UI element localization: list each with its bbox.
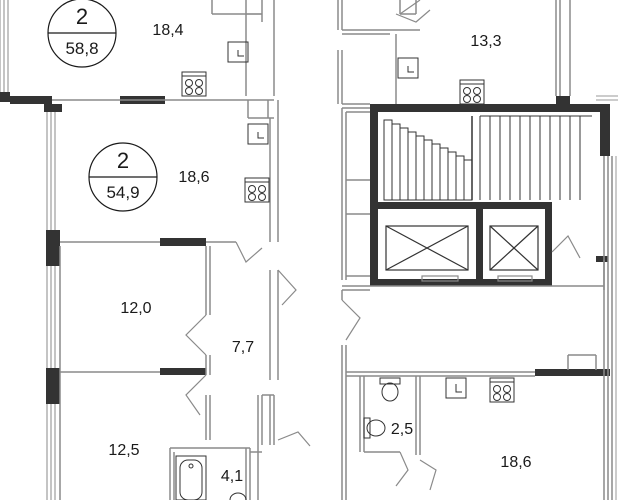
- room-area-label: 12,0: [120, 300, 151, 317]
- apartment-area: 54,9: [106, 183, 139, 202]
- apartment-badge: 2 54,9: [88, 142, 158, 212]
- burner: [463, 87, 471, 95]
- elevator-left: [385, 225, 469, 282]
- stair-tread: [463, 159, 473, 201]
- staircase: [383, 115, 592, 201]
- stair-tread: [431, 143, 441, 201]
- right-windows: [596, 95, 618, 500]
- bathtub-icon: [175, 455, 207, 500]
- burner: [503, 385, 511, 393]
- sink-icon: [247, 123, 269, 145]
- toilet-icon: [379, 377, 401, 402]
- burner: [185, 79, 193, 87]
- stove-body: [489, 377, 515, 403]
- burner: [503, 393, 511, 401]
- room-area-label: 18,6: [178, 169, 209, 186]
- stove-body: [244, 177, 270, 203]
- burner: [463, 95, 471, 103]
- apartment-rooms: 2: [76, 4, 88, 29]
- burner: [473, 87, 481, 95]
- stair-tread: [383, 119, 393, 201]
- stove-body: [459, 79, 485, 105]
- stair-tread: [415, 135, 425, 201]
- stair-tread: [407, 131, 417, 201]
- apartment-rooms: 2: [117, 148, 129, 173]
- stove-body: [181, 71, 207, 97]
- left-facade: [0, 0, 56, 500]
- burner: [258, 193, 266, 201]
- stove-icon: [459, 79, 485, 105]
- room-area-label: 18,6: [500, 454, 531, 471]
- stove-icon: [181, 71, 207, 97]
- burner: [195, 79, 203, 87]
- burner: [493, 393, 501, 401]
- stair-tread: [439, 147, 449, 201]
- toilet-icon: [363, 417, 386, 439]
- burner: [185, 87, 193, 95]
- stair-tread: [391, 123, 401, 201]
- burner: [195, 87, 203, 95]
- sink-icon: [227, 41, 249, 63]
- room-area-label: 18,4: [152, 22, 183, 39]
- burner: [258, 185, 266, 193]
- toilet-icon: [229, 492, 247, 500]
- burner: [493, 385, 501, 393]
- stove-icon: [489, 377, 515, 403]
- elevator-right: [489, 225, 539, 282]
- room-area-label: 7,7: [232, 339, 254, 356]
- room-area-label: 2,5: [391, 421, 413, 438]
- stair-tread: [447, 151, 457, 201]
- stair-tread: [399, 127, 409, 201]
- stair-tread: [423, 139, 433, 201]
- sink-icon: [397, 57, 419, 79]
- sink-icon: [445, 377, 467, 399]
- stove-icon: [244, 177, 270, 203]
- apartment-badge: 2 58,8: [47, 0, 117, 68]
- structural-walls: [0, 92, 610, 404]
- partitions: [52, 0, 613, 500]
- burner: [473, 95, 481, 103]
- room-area-label: 13,3: [470, 33, 501, 50]
- burner: [248, 185, 256, 193]
- stair-tread: [455, 155, 465, 201]
- apartment-area: 58,8: [65, 39, 98, 58]
- burner: [248, 193, 256, 201]
- doors: [185, 0, 581, 491]
- room-area-label: 4,1: [221, 468, 243, 485]
- room-area-label: 12,5: [108, 442, 139, 459]
